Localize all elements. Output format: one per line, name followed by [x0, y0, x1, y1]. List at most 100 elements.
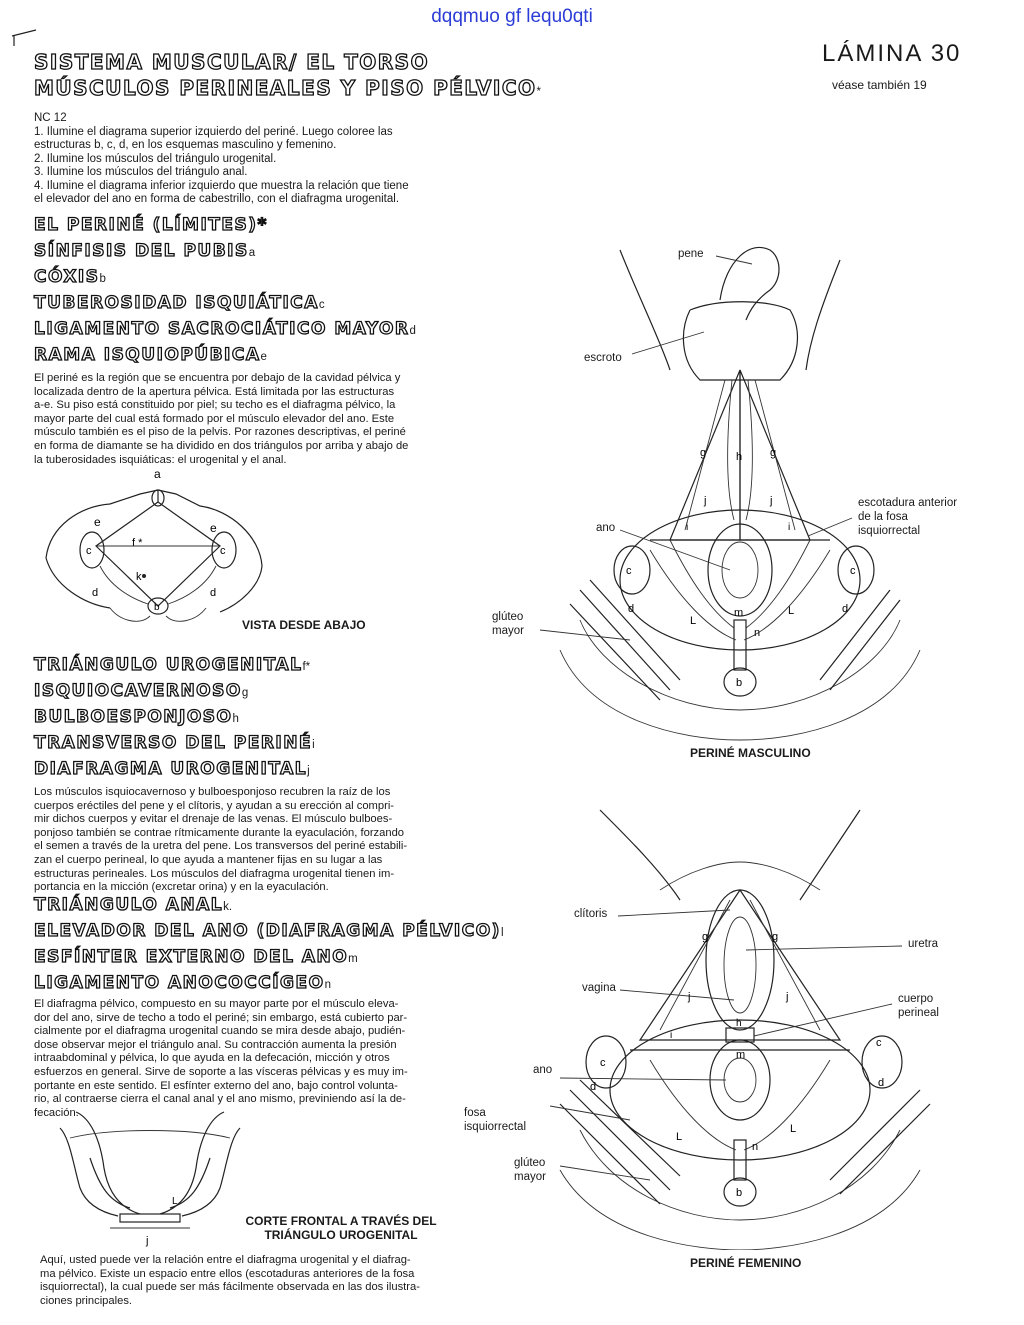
male-letter: c — [850, 565, 856, 577]
female-letter: g — [772, 931, 778, 943]
female-letter: L — [790, 1123, 796, 1135]
female-letter: m — [736, 1049, 745, 1061]
male-letter: d — [842, 603, 848, 615]
male-label-ano: ano — [596, 522, 616, 534]
male-letter: j — [769, 495, 772, 507]
perine-item: RAMA ISQUIOPÚBICAe — [33, 344, 267, 365]
female-letter: b — [736, 1187, 742, 1199]
diamond-caption: VISTA DESDE ABAJO — [242, 618, 366, 632]
instruction-line: 2. Ilumine los músculos del triángulo ur… — [34, 152, 277, 165]
frontal-label-l: L — [172, 1196, 178, 1207]
male-letter: c — [626, 565, 632, 577]
anal-item: LIGAMENTO ANOCOCCÍGEOn — [33, 972, 331, 993]
urogenital-item: BULBOESPONJOSOh — [33, 706, 239, 727]
perine-diamond-diagram: a e e c c f * k d d b — [45, 467, 263, 622]
frontal-section-diagram: L j — [59, 1111, 241, 1247]
male-letter: b — [736, 677, 742, 689]
instructions-code: NC 12 — [34, 112, 67, 124]
page-title-line1: SISTEMA MUSCULAR/ EL TORSO — [33, 49, 430, 74]
anal-item: ELEVADOR DEL ANO (DIAFRAGMA PÉLVICO)l — [33, 920, 504, 941]
watermark-text: dqqmuo gf lequ0qti — [431, 6, 593, 27]
female-letter: h — [736, 1018, 742, 1029]
diamond-label-c: c — [220, 545, 226, 557]
urogenital-item: DIAFRAGMA UROGENITALj — [33, 758, 310, 779]
urogenital-text: Los músculos isquiocavernoso y bulboespo… — [34, 786, 408, 894]
diamond-label-e: e — [210, 521, 217, 535]
male-letter: g — [700, 447, 706, 459]
perine-item: SÍNFISIS DEL PUBISa — [33, 240, 256, 261]
female-letter: g — [702, 931, 708, 943]
perine-item: CÓXISb — [33, 266, 106, 287]
frontal-caption: CORTE FRONTAL A TRAVÉS DEL TRIÁNGULO URO… — [245, 1214, 437, 1242]
diamond-label-a: a — [154, 467, 161, 481]
urogenital-item: ISQUIOCAVERNOSOg — [33, 680, 249, 701]
perine-item: TUBEROSIDAD ISQUIÁTICAc — [33, 292, 325, 313]
female-letter: i — [670, 1030, 672, 1041]
male-letter: i — [788, 522, 790, 533]
instruction-line: el elevador del ano en forma de cabestri… — [34, 193, 400, 205]
diamond-label-e: e — [94, 515, 101, 529]
urogenital-item: TRANSVERSO DEL PERINÉi — [33, 732, 315, 753]
anal-section: TRIÁNGULO ANALk. ELEVADOR DEL ANO (DIAFR… — [33, 892, 504, 1120]
male-label-gluteo: glúteo mayor — [492, 611, 524, 637]
female-label-fosa: fosa isquiorrectal — [464, 1107, 526, 1133]
urogenital-title: TRIÁNGULO UROGENITALf* — [33, 654, 311, 675]
page-title-line2: MÚSCULOS PERINEALES Y PISO PÉLVICO — [33, 75, 537, 100]
diamond-label-c: c — [86, 545, 92, 557]
male-letter: i — [686, 522, 688, 533]
male-label-escroto: escroto — [584, 352, 622, 364]
female-letter: n — [752, 1141, 758, 1153]
female-perineum-illustration: g g h j j i c c d d m L L n b — [549, 809, 931, 1250]
female-label-clitoris: clítoris — [574, 908, 608, 920]
diamond-label-f: f * — [132, 537, 143, 549]
page-title-suffix: * — [536, 86, 541, 98]
male-perineum-illustration: g h g j j i i c c d d m L L n b — [539, 246, 921, 741]
female-letter: c — [600, 1057, 606, 1069]
frontal-text: Aquí, usted puede ver la relación entre … — [40, 1254, 420, 1307]
female-label-vagina: vagina — [582, 982, 616, 994]
male-caption: PERINÉ MASCULINO — [690, 746, 811, 760]
female-label-gluteo: glúteo mayor — [514, 1157, 546, 1183]
male-letter: h — [736, 451, 742, 463]
female-letter: L — [676, 1131, 682, 1143]
urogenital-section: TRIÁNGULO UROGENITALf* ISQUIOCAVERNOSOg … — [33, 652, 504, 895]
diamond-label-d: d — [92, 587, 98, 599]
perine-section: EL PERINÉ (LÍMITES)* SÍNFISIS DEL PUBISa… — [33, 212, 504, 467]
female-letter: j — [687, 991, 690, 1003]
female-label-cuerpo: cuerpo perineal — [898, 993, 939, 1019]
page-title-line2-wrap: MÚSCULOS PERINEALES Y PISO PÉLVICO* — [33, 75, 541, 100]
male-letter: L — [690, 615, 696, 627]
perine-title: EL PERINÉ (LÍMITES)* — [33, 214, 268, 235]
female-letter: d — [878, 1077, 884, 1089]
female-label-uretra: uretra — [908, 938, 939, 950]
male-letter: L — [788, 605, 794, 617]
male-label-escotadura: escotadura anterior de la fosa isquiorre… — [858, 497, 958, 537]
male-letter: g — [770, 447, 776, 459]
female-letter: j — [785, 991, 788, 1003]
female-label-ano: ano — [533, 1064, 553, 1076]
see-also: véase también 19 — [832, 78, 927, 92]
male-letter: n — [754, 627, 760, 639]
male-letter: m — [734, 607, 743, 619]
frontal-label-j: j — [145, 1235, 148, 1247]
anal-item: ESFÍNTER EXTERNO DEL ANOm — [33, 946, 358, 967]
anal-text: El diafragma pélvico, compuesto en su ma… — [34, 998, 408, 1119]
diamond-label-b: b — [154, 602, 160, 613]
instruction-line: 4. Ilumine el diagrama inferior izquierd… — [34, 179, 409, 192]
female-caption: PERINÉ FEMENINO — [690, 1256, 802, 1270]
instruction-line: 1. Ilumine el diagrama superior izquierd… — [34, 125, 393, 138]
male-letter: j — [703, 495, 706, 507]
plate-number: LÁMINA 30 — [822, 40, 962, 67]
male-letter: d — [628, 603, 634, 615]
female-letter: d — [590, 1081, 596, 1093]
female-letter: c — [876, 1037, 882, 1049]
instructions: NC 12 1. Ilumine el diagrama superior iz… — [34, 112, 494, 207]
male-label-pene: pene — [678, 248, 704, 260]
anal-title: TRIÁNGULO ANALk. — [33, 894, 233, 915]
perine-text: El periné es la región que se encuentra … — [34, 372, 409, 466]
corner-mark — [11, 29, 37, 46]
perine-item: LIGAMENTO SACROCIÁTICO MAYORd — [33, 318, 416, 339]
diamond-label-d: d — [210, 587, 216, 599]
instruction-line: estructuras b, c, d, en los esquemas mas… — [34, 139, 337, 151]
instruction-line: 3. Ilumine los músculos del triángulo an… — [34, 166, 248, 178]
